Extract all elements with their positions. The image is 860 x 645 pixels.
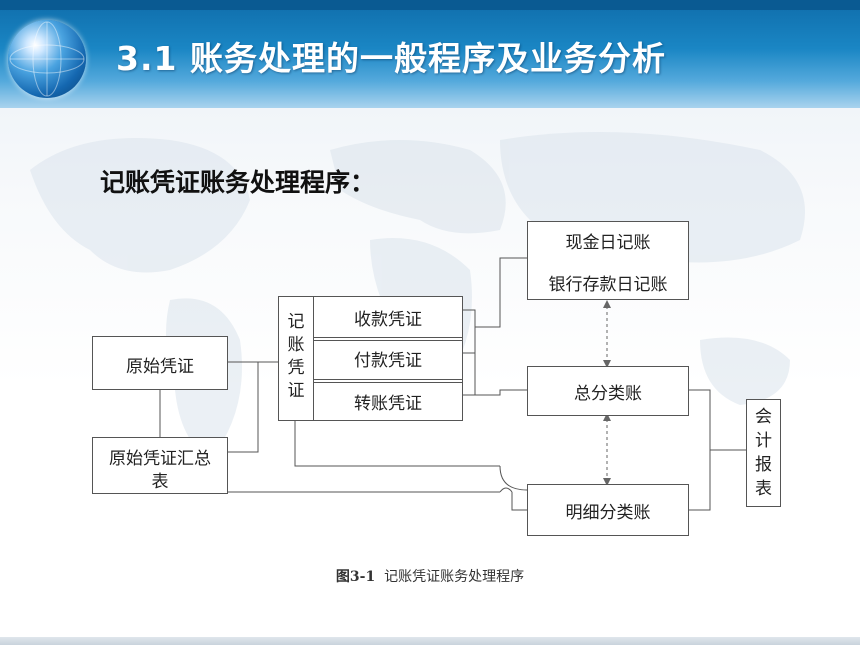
bottom-bar (0, 637, 860, 645)
subsidiary-ledger-label: 明细分类账 (565, 503, 651, 523)
accounting-report-vertical-label: 会 计 报 表 (747, 405, 780, 501)
accounting-voucher-char: 证 (287, 381, 305, 401)
accounting-report-char: 会 (755, 407, 772, 427)
globe-icon (8, 20, 86, 98)
original-voucher-label: 原始凭证 (126, 357, 194, 377)
accounting-voucher-vertical-label: 记 账 凭 证 (279, 311, 313, 403)
accounting-report-char: 表 (755, 479, 772, 499)
accounting-voucher-char: 账 (287, 335, 305, 355)
header-banner (0, 0, 860, 108)
voucher-summary-box: 原始凭证汇总 表 (92, 437, 228, 494)
original-voucher-box: 原始凭证 (92, 336, 228, 390)
accounting-voucher-char: 记 (287, 312, 305, 332)
transfer-voucher-label: 转账凭证 (354, 394, 422, 414)
section-heading: 记账凭证账务处理程序： (100, 168, 376, 197)
accounting-voucher-box: 记 账 凭 证 收款凭证 付款凭证 转账凭证 (278, 296, 463, 421)
subsidiary-ledger-box: 明细分类账 (527, 484, 689, 536)
voucher-summary-label-line1: 原始凭证汇总 (109, 449, 211, 469)
slide-title: 3.1 账务处理的一般程序及业务分析 (116, 39, 666, 78)
receipt-voucher-label: 收款凭证 (354, 310, 422, 330)
bank-journal-label: 银行存款日记账 (548, 275, 668, 295)
figure-caption-text: 记账凭证账务处理程序 (384, 569, 525, 585)
cash-journal-label: 现金日记账 (565, 233, 651, 253)
transfer-voucher-cell: 转账凭证 (314, 382, 462, 421)
header-stripe (0, 0, 860, 10)
payment-voucher-label: 付款凭证 (354, 351, 422, 371)
voucher-summary-label-line2: 表 (151, 472, 169, 492)
globe-grid-icon (9, 21, 85, 97)
receipt-voucher-cell: 收款凭证 (314, 297, 462, 338)
journals-box: 现金日记账 银行存款日记账 (527, 221, 689, 300)
accounting-report-char: 计 (755, 431, 772, 451)
accounting-report-char: 报 (755, 455, 772, 475)
voucher-column-divider (313, 297, 314, 420)
accounting-voucher-char: 凭 (287, 358, 305, 378)
general-ledger-label: 总分类账 (574, 384, 642, 404)
accounting-report-box: 会 计 报 表 (746, 399, 781, 507)
figure-number: 图3-1 (335, 569, 376, 585)
payment-voucher-cell: 付款凭证 (314, 340, 462, 380)
general-ledger-box: 总分类账 (527, 366, 689, 416)
figure-caption: 图3-1 记账凭证账务处理程序 (0, 566, 860, 586)
